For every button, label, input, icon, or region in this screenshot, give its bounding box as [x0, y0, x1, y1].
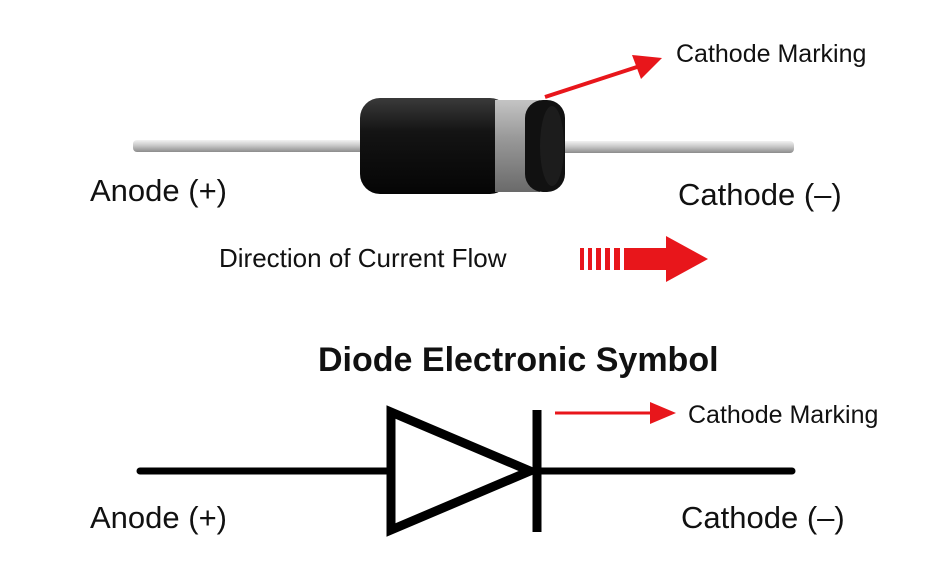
- anode-lead-wire: [133, 140, 368, 152]
- symbol-title: Diode Electronic Symbol: [318, 341, 719, 379]
- cathode-marking-label-top: Cathode Marking: [676, 40, 867, 68]
- anode-label-top: Anode (+): [90, 173, 228, 208]
- current-flow-label: Direction of Current Flow: [219, 243, 507, 273]
- diode-component: [133, 98, 794, 194]
- cathode-label-top: Cathode (–): [678, 177, 842, 212]
- cathode-label-symbol: Cathode (–): [681, 500, 845, 535]
- diode-body: [360, 98, 510, 194]
- diode-symbol: [136, 405, 796, 537]
- cathode-lead-wire: [560, 141, 794, 153]
- symbol-triangle: [386, 405, 542, 537]
- red-arrow-icon: [544, 55, 662, 99]
- cathode-cap-face: [540, 106, 564, 186]
- red-arrow-icon: [555, 402, 676, 424]
- anode-label-symbol: Anode (+): [90, 500, 228, 535]
- cathode-marking-label-symbol: Cathode Marking: [688, 401, 879, 429]
- dashed-red-arrow-icon: [580, 236, 708, 282]
